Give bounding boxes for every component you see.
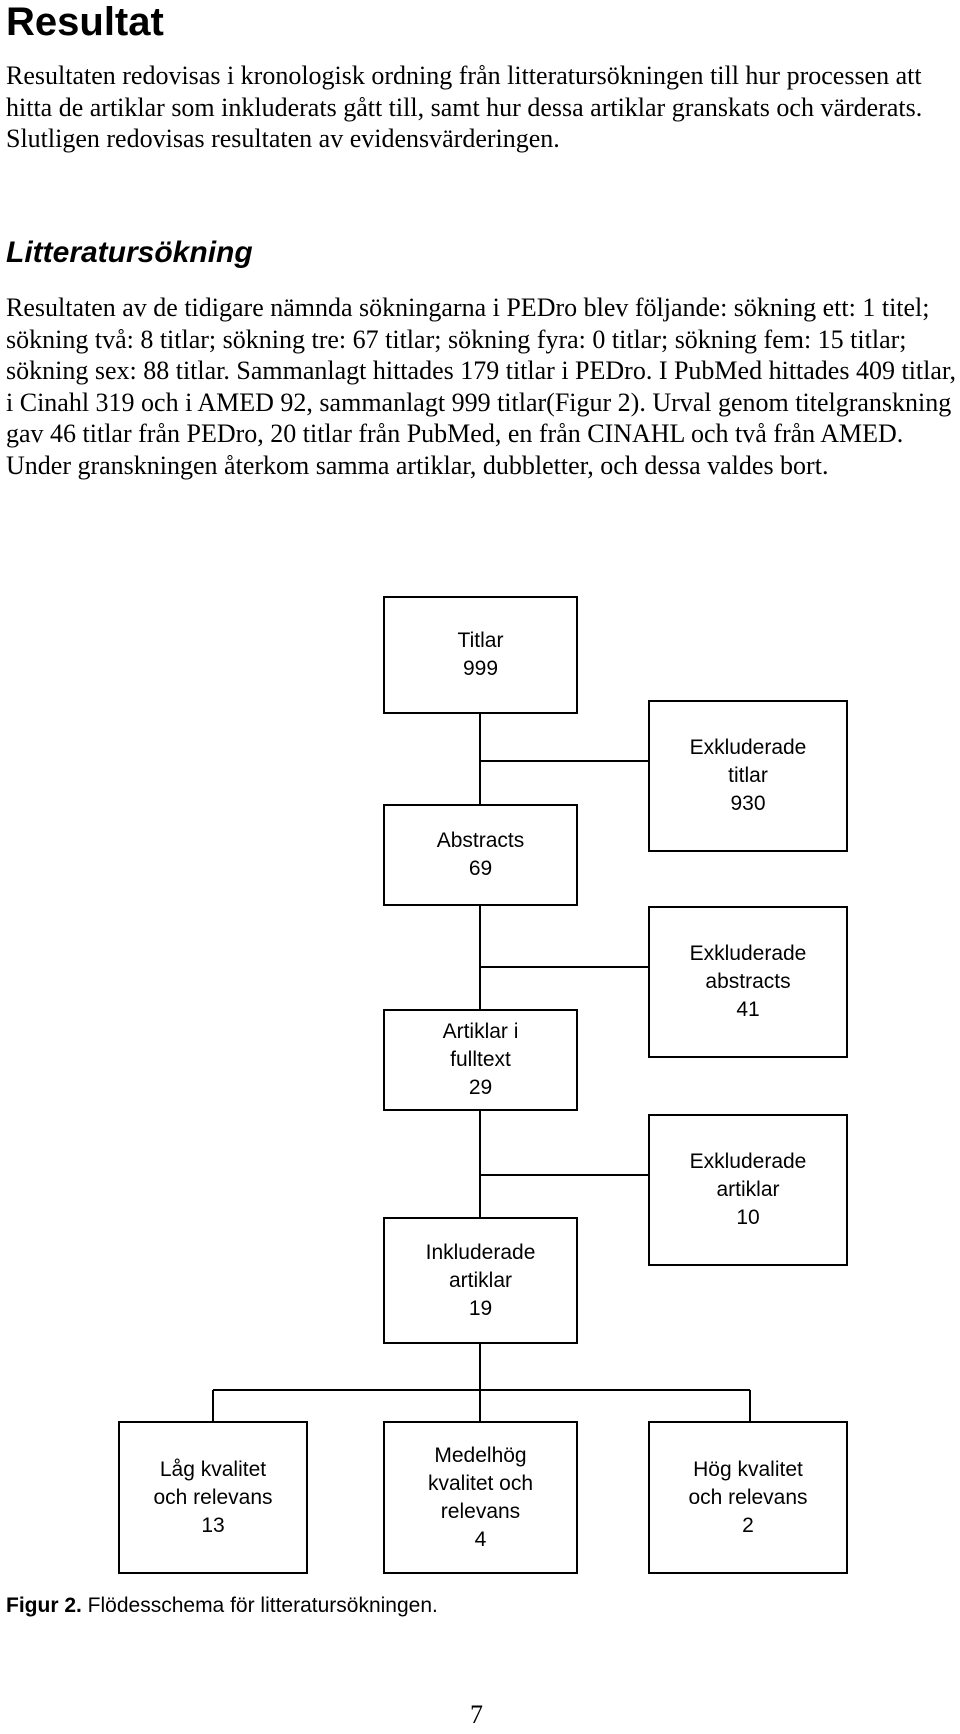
page-number: 7 (470, 1700, 483, 1729)
intro-paragraph: Resultaten redovisas i kronologisk ordni… (6, 61, 923, 153)
box-excluded-articles: Exkluderade artiklar 10 (648, 1114, 848, 1266)
figure-caption-label: Figur 2. (6, 1594, 82, 1617)
box-medium-quality: Medelhög kvalitet och relevans 4 (383, 1421, 578, 1574)
box-low-quality: Låg kvalitet och relevans 13 (118, 1421, 308, 1574)
subsection-heading: Litteratursökning (6, 236, 253, 269)
box-high-quality: Hög kvalitet och relevans 2 (648, 1421, 848, 1574)
section-heading: Resultat (6, 0, 164, 44)
box-fulltext: Artiklar i fulltext 29 (383, 1009, 578, 1111)
box-included-articles: Inkluderade artiklar 19 (383, 1217, 578, 1344)
box-excluded-abstracts: Exkluderade abstracts 41 (648, 906, 848, 1058)
figure-caption: Figur 2. Flödesschema för litteratursökn… (6, 1592, 438, 1620)
body-paragraph: Resultaten av de tidigare nämnda sökning… (6, 293, 957, 480)
box-abstracts: Abstracts 69 (383, 804, 578, 906)
figure-caption-text: Flödesschema för litteratursökningen. (81, 1594, 438, 1617)
box-excluded-titles: Exkluderade titlar 930 (648, 700, 848, 852)
box-titlar: Titlar 999 (383, 596, 578, 714)
